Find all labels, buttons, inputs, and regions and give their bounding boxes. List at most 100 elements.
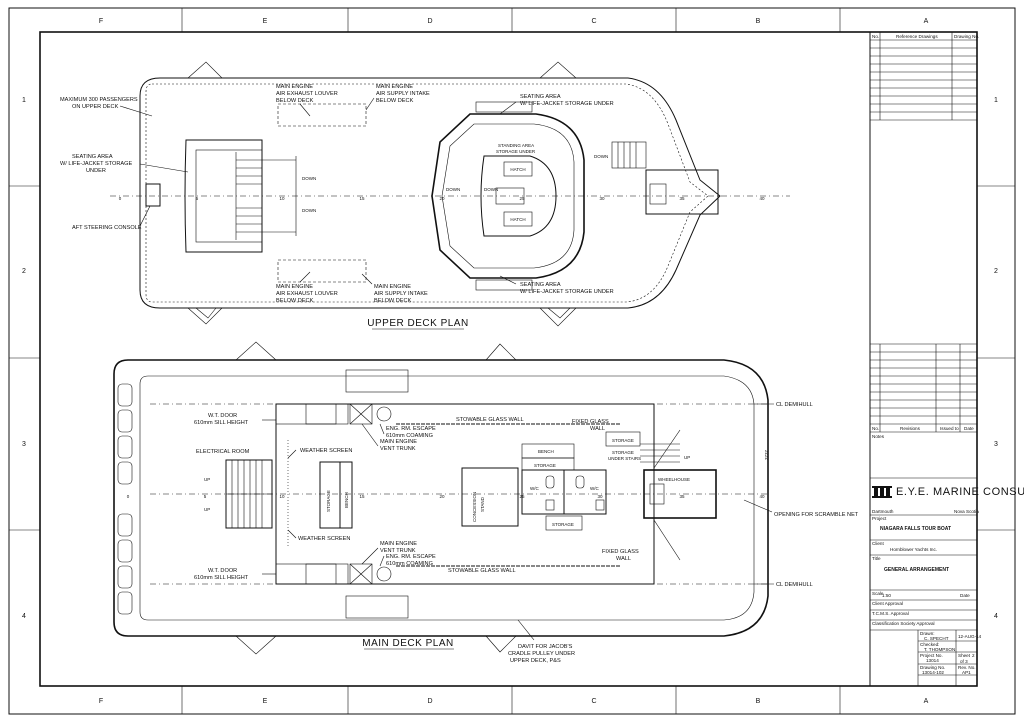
wt-door-bottom-line2: 610mm SILL HEIGHT — [194, 575, 249, 581]
rev-revisions-header: Revisions — [900, 426, 921, 431]
wheelhouse — [643, 469, 717, 519]
storage-lower-label: STORAGE — [552, 522, 574, 527]
checked-label: Checked: — [920, 642, 939, 647]
grid-row-4: 4 — [22, 613, 26, 620]
storage-upper-label: STORAGE — [612, 438, 634, 443]
scale-value: 1:50 — [882, 593, 891, 598]
up-label-1: UP — [204, 477, 210, 482]
md-frame-10: 10 — [279, 494, 285, 499]
ref-drawings-header: Reference Drawings — [896, 34, 938, 39]
grid-row-4-right: 4 — [994, 613, 998, 620]
ud-frame-35: 35 — [679, 196, 685, 201]
main-deck-hull-outline — [113, 359, 769, 637]
grid-row-2-right: 2 — [994, 268, 998, 275]
ref-drawing-no-header: Drawing No. — [954, 34, 979, 39]
wc-label-1: W/C — [530, 486, 539, 491]
stowable-glass-bottom: STOWABLE GLASS WALL — [448, 568, 516, 574]
scramble-net-label: OPENING FOR SCRAMBLE NET — [774, 512, 859, 518]
grid-col-e-bottom: E — [263, 698, 268, 705]
checked-by: T. THOMPSON — [924, 647, 955, 652]
hatch-label-1: HATCH — [510, 167, 525, 172]
wt-door-bottom-line1: W.T. DOOR — [208, 568, 237, 574]
fixed-glass-top-line1: FIXED GLASS — [572, 419, 609, 425]
md-frame-0: 0 — [127, 494, 130, 499]
upper-deck-title: UPPER DECK PLAN — [367, 318, 468, 329]
notes-label: Notes — [872, 434, 885, 439]
revisions-table: No. Revisions Issued to Date Notes — [870, 343, 977, 439]
ud-frame-25: 25 — [519, 196, 525, 201]
sheet-of: of 3 — [960, 659, 968, 664]
drawing-title: GENERAL ARRANGEMENT — [884, 567, 949, 573]
bench-label: BENCH — [538, 449, 554, 454]
main-deck-title: MAIN DECK PLAN — [362, 638, 453, 649]
vent-trunk-bottom-line1: MAIN ENGINE — [380, 541, 417, 547]
seating-left-line3: UNDER — [86, 168, 106, 174]
down-label-4: DOWN — [484, 187, 498, 192]
wt-door-top-line2: 610mm SILL HEIGHT — [194, 420, 249, 426]
vent-trunk-top-line2: VENT TRUNK — [380, 446, 416, 452]
company-name-text: E.Y.E. MARINE CONSULTANTS — [896, 486, 1024, 498]
ref-no-header: No. — [872, 34, 879, 39]
title-label: Title — [872, 556, 881, 561]
fixed-glass-bottom-line2: WALL — [616, 556, 631, 562]
vent-trunk-bottom-line2: VENT TRUNK — [380, 548, 416, 554]
up-label-2: UP — [204, 507, 210, 512]
intake-top-line3: BELOW DECK — [376, 98, 414, 104]
md-frame-30: 30 — [597, 494, 603, 499]
rev-issued-header: Issued to — [940, 426, 959, 431]
grid-row-labels-left: 1 2 3 4 — [22, 97, 26, 620]
wt-door-top-line1: W.T. DOOR — [208, 413, 237, 419]
intake-bottom-line1: MAIN ENGINE — [374, 284, 411, 290]
grid-row-1: 1 — [22, 97, 26, 104]
max-passengers-line1: MAXIMUM 300 PASSENGERS — [60, 97, 138, 103]
down-label-3: DOWN — [446, 187, 460, 192]
standing-area — [431, 113, 585, 279]
exhaust-louver-bottom — [277, 259, 367, 283]
client-label: Client — [872, 541, 884, 546]
aft-stairwell — [184, 139, 263, 253]
md-frame-20: 20 — [439, 494, 445, 499]
ud-frame-40: 40 — [759, 196, 765, 201]
intake-top-line1: MAIN ENGINE — [376, 84, 413, 90]
seating-top-line1: SEATING AREA — [520, 94, 561, 100]
main-cabin — [275, 403, 655, 585]
grid-col-d-bottom: D — [427, 698, 432, 705]
standing-area-line1: STANDING AREA — [498, 143, 534, 148]
aft-steering-console — [145, 183, 161, 207]
cl-demihull-bottom: CL DEMIHULL — [776, 582, 813, 588]
storage-under-stairs-line2: UNDER STAIRS — [608, 456, 641, 461]
sheet-label: Sheet — [958, 653, 971, 658]
hatch-label-2: HATCH — [510, 217, 525, 222]
grid-col-c-bottom: C — [591, 698, 596, 705]
company-logo-icon — [872, 486, 892, 498]
ud-frame-10: 10 — [279, 196, 285, 201]
grid-col-f: F — [99, 18, 103, 25]
upper-deck-outline — [139, 77, 721, 309]
eng-escape-bottom-line1: ENG. RM. ESCAPE — [386, 554, 436, 560]
electrical-room-label: ELECTRICAL ROOM — [196, 449, 250, 455]
rev-no-header: No. — [872, 426, 879, 431]
seating-bottom-line1: SEATING AREA — [520, 282, 561, 288]
louver-bottom-line3: BELOW DECK — [276, 298, 314, 304]
wheelhouse-roof — [645, 169, 719, 215]
class-approval-label: Classification Society Approval — [872, 621, 935, 626]
vent-trunk-top-line1: MAIN ENGINE — [380, 439, 417, 445]
storage-lower — [545, 515, 583, 531]
storage-mid-label: STORAGE — [534, 463, 556, 468]
date-label: Date — [960, 593, 970, 598]
ud-frame-20: 20 — [439, 196, 445, 201]
rev-date-header: Date — [964, 426, 974, 431]
grid-col-f-bottom: F — [99, 698, 103, 705]
md-frame-15: 15 — [359, 494, 365, 499]
grid-col-d: D — [427, 18, 432, 25]
up-label-3: UP — [684, 455, 690, 460]
seating-top-line2: W/ LIFE-JACKET STORAGE UNDER — [520, 101, 614, 107]
grid-row-2: 2 — [22, 268, 26, 275]
eng-escape-top-line1: ENG. RM. ESCAPE — [386, 426, 436, 432]
beam-dimension: 3737 — [764, 449, 769, 460]
davit-line1: DAVIT FOR JACOB'S — [518, 644, 573, 650]
weather-screen-bottom: WEATHER SCREEN — [298, 536, 350, 542]
wc-label-2: W/C — [590, 486, 599, 491]
storage-upper — [605, 431, 641, 447]
sheet-number: 2 — [972, 653, 975, 658]
